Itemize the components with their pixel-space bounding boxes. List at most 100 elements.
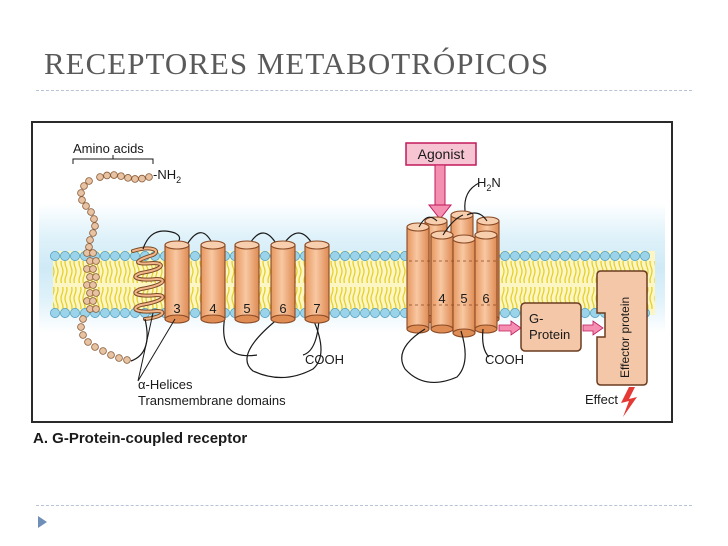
bundle-helix-cylinder: 6 bbox=[474, 230, 498, 334]
lipid-head bbox=[190, 308, 200, 318]
amino-acid-bead bbox=[79, 315, 87, 323]
helix-number: 4 bbox=[209, 301, 216, 316]
lipid-head bbox=[340, 308, 350, 318]
amino-acid-bead bbox=[89, 281, 97, 289]
amino-acids-bracket bbox=[72, 155, 154, 164]
lipid-head bbox=[510, 251, 520, 261]
lipid-head bbox=[640, 251, 650, 261]
lipid-head bbox=[60, 251, 70, 261]
effect-bolt-icon bbox=[621, 387, 637, 417]
lipid-head bbox=[390, 308, 400, 318]
lipid-head bbox=[570, 251, 580, 261]
lipid-head bbox=[580, 251, 590, 261]
lipid-head bbox=[120, 308, 130, 318]
amino-acid-bead bbox=[124, 174, 132, 182]
amino-acid-bead bbox=[138, 174, 146, 183]
cooh-left-label: COOH bbox=[305, 352, 344, 367]
lipid-head bbox=[360, 251, 370, 261]
helix-cylinder-3: 3 bbox=[164, 240, 190, 324]
lipid-head bbox=[590, 251, 600, 261]
lipid-head bbox=[330, 251, 340, 261]
lipid-head bbox=[100, 308, 110, 318]
helix-number: 5 bbox=[243, 301, 250, 316]
lipid-head bbox=[500, 251, 510, 261]
lipid-head bbox=[70, 251, 80, 261]
agonist-arrow-shaft bbox=[434, 164, 446, 208]
bundle-helix-cylinder: 5 bbox=[452, 234, 476, 338]
h2n-pointer bbox=[464, 182, 480, 212]
helix-cylinder-4: 4 bbox=[200, 240, 226, 324]
lipid-head bbox=[60, 308, 70, 318]
lipid-head bbox=[120, 251, 130, 261]
helix-number: 3 bbox=[173, 301, 180, 316]
lipid-head bbox=[610, 251, 620, 261]
amino-acid-bead bbox=[89, 229, 97, 237]
amino-acid-bead bbox=[103, 171, 111, 180]
lipid-head bbox=[630, 251, 640, 261]
alpha-helices-label: α-Helices bbox=[138, 377, 193, 392]
lipid-head bbox=[390, 251, 400, 261]
amino-acid-bead bbox=[115, 354, 123, 362]
amino-acid-bead bbox=[117, 172, 125, 180]
lipid-head bbox=[190, 251, 200, 261]
g-protein-label-line2: Protein bbox=[529, 327, 570, 342]
amino-acids-label: Amino acids bbox=[73, 141, 144, 156]
lipid-head bbox=[500, 308, 510, 318]
lipid-head bbox=[540, 251, 550, 261]
amino-acid-bead bbox=[131, 175, 139, 183]
amino-acid-bead bbox=[89, 297, 97, 305]
lipid-head bbox=[600, 251, 610, 261]
amino-acid-bead bbox=[84, 338, 92, 346]
right-intracellular-loop bbox=[401, 328, 466, 384]
helix-pointer-lines bbox=[137, 312, 176, 382]
cooh-right-label: COOH bbox=[485, 352, 524, 367]
lipid-head bbox=[110, 308, 120, 318]
helix-cylinder-6: 6 bbox=[270, 240, 296, 324]
amino-acid-bead bbox=[145, 173, 153, 181]
amino-acid-bead bbox=[92, 305, 100, 313]
bundle-loops bbox=[418, 212, 488, 236]
amino-acid-bead bbox=[79, 331, 87, 339]
amino-acid-chain bbox=[77, 171, 153, 364]
effect-label: Effect bbox=[585, 392, 618, 407]
nh2-label: -NH2 bbox=[153, 167, 181, 185]
lipid-head bbox=[550, 251, 560, 261]
amino-acid-bead bbox=[82, 202, 90, 210]
effector-protein-label: Effector protein bbox=[618, 297, 632, 378]
lipid-head bbox=[380, 251, 390, 261]
h2n-label: H2N bbox=[477, 175, 501, 193]
lipid-head bbox=[520, 251, 530, 261]
lipid-head bbox=[370, 251, 380, 261]
helix-number: 6 bbox=[482, 291, 489, 306]
amino-acid-bead bbox=[110, 171, 118, 179]
helix-cylinder-5: 5 bbox=[234, 240, 260, 324]
amino-acid-bead bbox=[92, 273, 100, 281]
lipid-head bbox=[380, 308, 390, 318]
helix-number: 4 bbox=[438, 291, 445, 306]
lipid-head bbox=[510, 308, 520, 318]
lipid-head bbox=[350, 251, 360, 261]
lipid-head bbox=[370, 308, 380, 318]
lipid-head bbox=[530, 251, 540, 261]
helix-cylinder-7: 7 bbox=[304, 240, 330, 324]
amino-acid-bead bbox=[90, 215, 98, 223]
top-divider bbox=[36, 90, 692, 91]
slide-title: RECEPTORES METABOTRÓPICOS bbox=[44, 46, 550, 81]
effector-protein-shape bbox=[596, 270, 648, 386]
amino-acid-bead bbox=[107, 351, 115, 359]
amino-acid-bead bbox=[123, 356, 131, 364]
lipid-head bbox=[260, 308, 270, 318]
lipid-head bbox=[340, 251, 350, 261]
figure-caption: A. G-Protein-coupled receptor bbox=[33, 430, 248, 447]
arrow-to-effector bbox=[582, 320, 604, 336]
lipid-head bbox=[50, 308, 60, 318]
helix-number: 5 bbox=[460, 291, 467, 306]
lipid-head bbox=[620, 251, 630, 261]
amino-acid-bead bbox=[86, 236, 94, 244]
lipid-head bbox=[50, 251, 60, 261]
lipid-head bbox=[360, 308, 370, 318]
arrow-to-gprotein bbox=[498, 320, 522, 336]
